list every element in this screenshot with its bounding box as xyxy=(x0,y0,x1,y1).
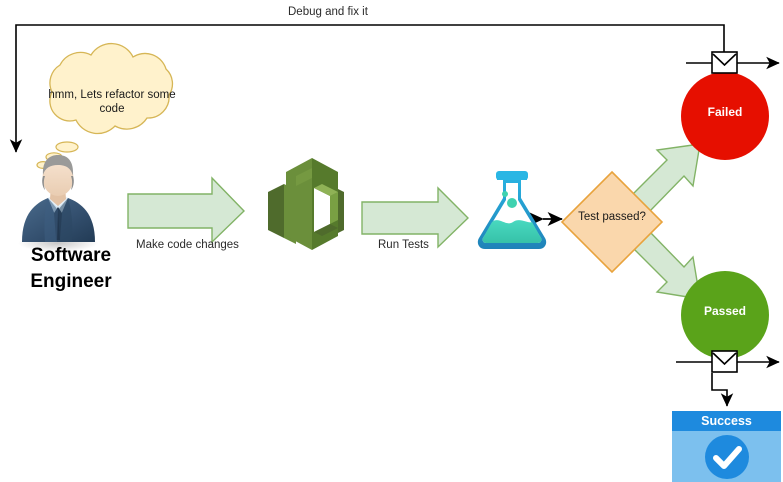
failed-label: Failed xyxy=(707,105,743,119)
envelope-icon-failed[interactable] xyxy=(711,51,738,74)
actor-label-line1: Software xyxy=(30,245,112,266)
arrow-run-tests xyxy=(361,186,469,249)
edge-label-make-code-changes: Make code changes xyxy=(136,239,239,251)
edge-label-run-tests: Run Tests xyxy=(378,239,429,251)
actor-label: Software Engineer xyxy=(6,243,136,295)
check-circle-icon xyxy=(704,434,749,479)
arrow-make-code-changes xyxy=(127,176,245,244)
success-card-title: Success xyxy=(672,411,781,431)
success-card[interactable]: Success xyxy=(672,411,781,482)
edge-passed-to-success xyxy=(711,373,734,407)
success-card-body xyxy=(672,431,781,482)
arrow-decision-to-passed xyxy=(630,230,701,300)
arrow-decision-to-failed xyxy=(631,143,701,213)
thought-bubble-text: hmm, Lets refactor some code xyxy=(48,89,176,115)
edge-debug-and-fix-it xyxy=(9,24,725,153)
passed-circle xyxy=(681,271,769,359)
envelope-icon-passed[interactable] xyxy=(711,350,738,373)
decision-label: Test passed? xyxy=(578,211,646,223)
actor-label-line2: Engineer xyxy=(30,271,112,292)
failed-circle xyxy=(681,72,769,160)
edge-label-debug-and-fix-it: Debug and fix it xyxy=(288,6,368,18)
passed-label: Passed xyxy=(703,304,747,318)
